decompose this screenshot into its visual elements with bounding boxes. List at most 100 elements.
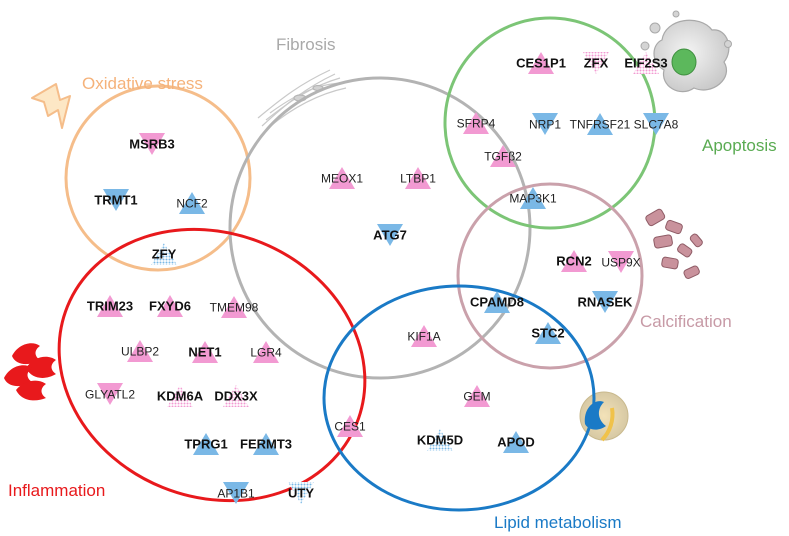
- gene-ap1b1-down-triangle-icon: [223, 482, 249, 504]
- gene-label-ddx3x: DDX3X: [214, 389, 258, 404]
- gene-nrp1-down-triangle-icon: [532, 113, 558, 135]
- gene-label-ces1: CES1: [334, 420, 366, 434]
- gene-meox1-up-triangle-icon: [329, 167, 355, 189]
- gene-label-msrb3: MSRB3: [129, 137, 175, 152]
- gene-label-tprg1: TPRG1: [184, 437, 227, 452]
- oxidative-stress-circle: [64, 84, 252, 272]
- gene-tnfrsf21: TNFRSF21: [570, 113, 631, 135]
- gene-trmt1: TRMT1: [94, 189, 138, 211]
- gene-label-ap1b1: AP1B1: [217, 487, 255, 501]
- gene-tgfb2: TGFβ2: [484, 145, 522, 167]
- gene-kdm6a-up-triangle-icon: [167, 385, 193, 407]
- gene-label-tgfb2: TGFβ2: [484, 150, 522, 164]
- gene-atg7: ATG7: [373, 224, 407, 246]
- gene-label-ces1p1: CES1P1: [516, 56, 566, 71]
- gene-gem: GEM: [463, 385, 491, 407]
- gene-tmem98: TMEM98: [210, 296, 259, 318]
- gene-ces1-up-triangle-icon: [337, 415, 363, 437]
- inflammation-ellipse: [57, 227, 367, 503]
- gene-label-tnfrsf21: TNFRSF21: [570, 118, 631, 132]
- gene-tmem98-up-triangle-icon: [221, 296, 247, 318]
- gene-msrb3: MSRB3: [129, 133, 175, 155]
- gene-ddx3x-up-triangle-icon: [223, 385, 249, 407]
- gene-ces1p1: CES1P1: [516, 52, 566, 74]
- gene-label-map3k1: MAP3K1: [509, 192, 557, 206]
- group-label-apoptosis: Apoptosis: [702, 136, 777, 155]
- gene-trim23-up-triangle-icon: [97, 295, 123, 317]
- gene-kdm5d-up-triangle-icon: [427, 429, 453, 451]
- gene-label-fxyd6: FXYD6: [149, 299, 191, 314]
- gene-trim23: TRIM23: [87, 295, 133, 317]
- gene-ltbp1: LTBP1: [400, 167, 436, 189]
- gene-stc2: STC2: [531, 322, 565, 344]
- gene-tnfrsf21-up-triangle-icon: [587, 113, 613, 135]
- gene-ces1: CES1: [334, 415, 366, 437]
- gene-glyatl2-down-triangle-icon: [97, 383, 123, 405]
- apoptotic-cell-icon: [640, 10, 732, 93]
- gene-label-atg7: ATG7: [373, 228, 407, 243]
- gene-fermt3-up-triangle-icon: [253, 433, 279, 455]
- gene-ces1p1-up-triangle-icon: [528, 52, 554, 74]
- gene-rnasek-down-triangle-icon: [592, 291, 618, 313]
- gene-kif1a-up-triangle-icon: [411, 325, 437, 347]
- gene-apod: APOD: [497, 431, 535, 453]
- gene-label-eif2s3: EIF2S3: [624, 56, 667, 71]
- gene-label-rcn2: RCN2: [556, 254, 591, 269]
- gene-lgr4-up-triangle-icon: [253, 341, 279, 363]
- gene-lgr4: LGR4: [250, 341, 282, 363]
- lightning-icon: [31, 83, 71, 129]
- gene-sfrp4: SFRP4: [457, 112, 496, 134]
- gene-label-tmem98: TMEM98: [210, 301, 259, 315]
- gene-label-gem: GEM: [463, 390, 490, 404]
- group-label-fibrosis: Fibrosis: [276, 35, 336, 54]
- gene-fxyd6: FXYD6: [149, 295, 191, 317]
- gene-net1: NET1: [188, 341, 222, 363]
- gene-ncf2-up-triangle-icon: [179, 192, 205, 214]
- gene-kif1a: KIF1A: [407, 325, 441, 347]
- gene-map3k1-up-triangle-icon: [520, 187, 546, 209]
- gene-label-apod: APOD: [497, 435, 535, 450]
- gene-ulbp2-up-triangle-icon: [127, 340, 153, 362]
- gene-zfy-up-triangle-icon: [151, 243, 177, 265]
- calcification-circle: [456, 182, 644, 370]
- gene-label-kif1a: KIF1A: [407, 330, 440, 344]
- gene-eif2s3: EIF2S3: [624, 52, 668, 74]
- group-label-inflammation: Inflammation: [8, 481, 105, 500]
- gene-label-zfx: ZFX: [584, 56, 609, 71]
- flames-icon: [4, 343, 56, 401]
- gene-label-stc2: STC2: [531, 326, 564, 341]
- gene-fermt3: FERMT3: [240, 433, 292, 455]
- gene-zfx: ZFX: [583, 52, 609, 74]
- gene-label-fermt3: FERMT3: [240, 437, 292, 452]
- gene-label-lgr4: LGR4: [250, 346, 282, 360]
- gene-ncf2: NCF2: [176, 192, 208, 214]
- gene-label-meox1: MEOX1: [321, 172, 363, 186]
- gene-apod-up-triangle-icon: [503, 431, 529, 453]
- gene-usp9x-down-triangle-icon: [608, 251, 634, 273]
- gene-fxyd6-up-triangle-icon: [157, 295, 183, 317]
- gene-label-trim23: TRIM23: [87, 299, 133, 314]
- gene-ulbp2: ULBP2: [121, 340, 159, 362]
- gene-eif2s3-up-triangle-icon: [633, 52, 659, 74]
- gene-map3k1: MAP3K1: [509, 187, 557, 209]
- gene-sfrp4-up-triangle-icon: [463, 112, 489, 134]
- gene-label-cpamd8: CPAMD8: [470, 295, 524, 310]
- gene-label-net1: NET1: [188, 345, 221, 360]
- gene-slc7a8: SLC7A8: [634, 113, 679, 135]
- gene-usp9x: USP9X: [601, 251, 641, 273]
- gene-cpamd8: CPAMD8: [470, 291, 524, 313]
- gene-label-uty: UTY: [288, 486, 314, 501]
- gene-atg7-down-triangle-icon: [377, 224, 403, 246]
- gene-nrp1: NRP1: [529, 113, 561, 135]
- gene-label-kdm6a: KDM6A: [157, 389, 204, 404]
- gene-stc2-up-triangle-icon: [535, 322, 561, 344]
- gene-uty: UTY: [288, 482, 314, 504]
- gene-rcn2-up-triangle-icon: [561, 250, 587, 272]
- gene-label-usp9x: USP9X: [601, 256, 640, 270]
- gene-glyatl2: GLYATL2: [85, 383, 135, 405]
- gene-kdm5d: KDM5D: [417, 429, 463, 451]
- gene-kdm6a: KDM6A: [157, 385, 204, 407]
